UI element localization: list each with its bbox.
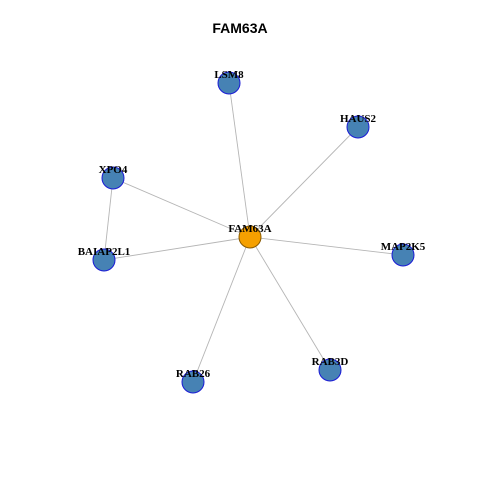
- edge-fam63a-baiap2l1: [103, 236, 251, 261]
- node-xpo4: [101, 166, 125, 190]
- edge-fam63a-rab3d: [249, 236, 331, 371]
- node-label-xpo4: XPO4: [99, 164, 128, 176]
- node-fam63a: [238, 225, 262, 249]
- edge-fam63a-rab26: [192, 236, 251, 383]
- node-label-map2k5: MAP2K5: [381, 241, 426, 253]
- node-map2k5: [391, 243, 415, 267]
- node-layer: [92, 71, 415, 394]
- edge-fam63a-xpo4: [112, 177, 251, 238]
- node-label-baiap2l1: BAIAP2L1: [78, 246, 131, 258]
- node-haus2: [346, 115, 370, 139]
- edge-fam63a-map2k5: [249, 236, 404, 256]
- edge-fam63a-haus2: [249, 126, 359, 238]
- node-label-rab3d: RAB3D: [312, 356, 349, 368]
- node-baiap2l1: [92, 248, 116, 272]
- diagram-title: FAM63A: [212, 20, 268, 36]
- node-rab3d: [318, 358, 342, 382]
- edge-layer: [103, 82, 404, 383]
- node-label-lsm8: LSM8: [214, 69, 244, 81]
- edge-fam63a-lsm8: [228, 82, 251, 238]
- node-label-haus2: HAUS2: [340, 113, 377, 125]
- node-label-fam63a: FAM63A: [228, 223, 271, 235]
- node-lsm8: [217, 71, 241, 95]
- node-label-rab26: RAB26: [176, 368, 211, 380]
- node-rab26: [181, 370, 205, 394]
- edge-xpo4-baiap2l1: [103, 177, 114, 261]
